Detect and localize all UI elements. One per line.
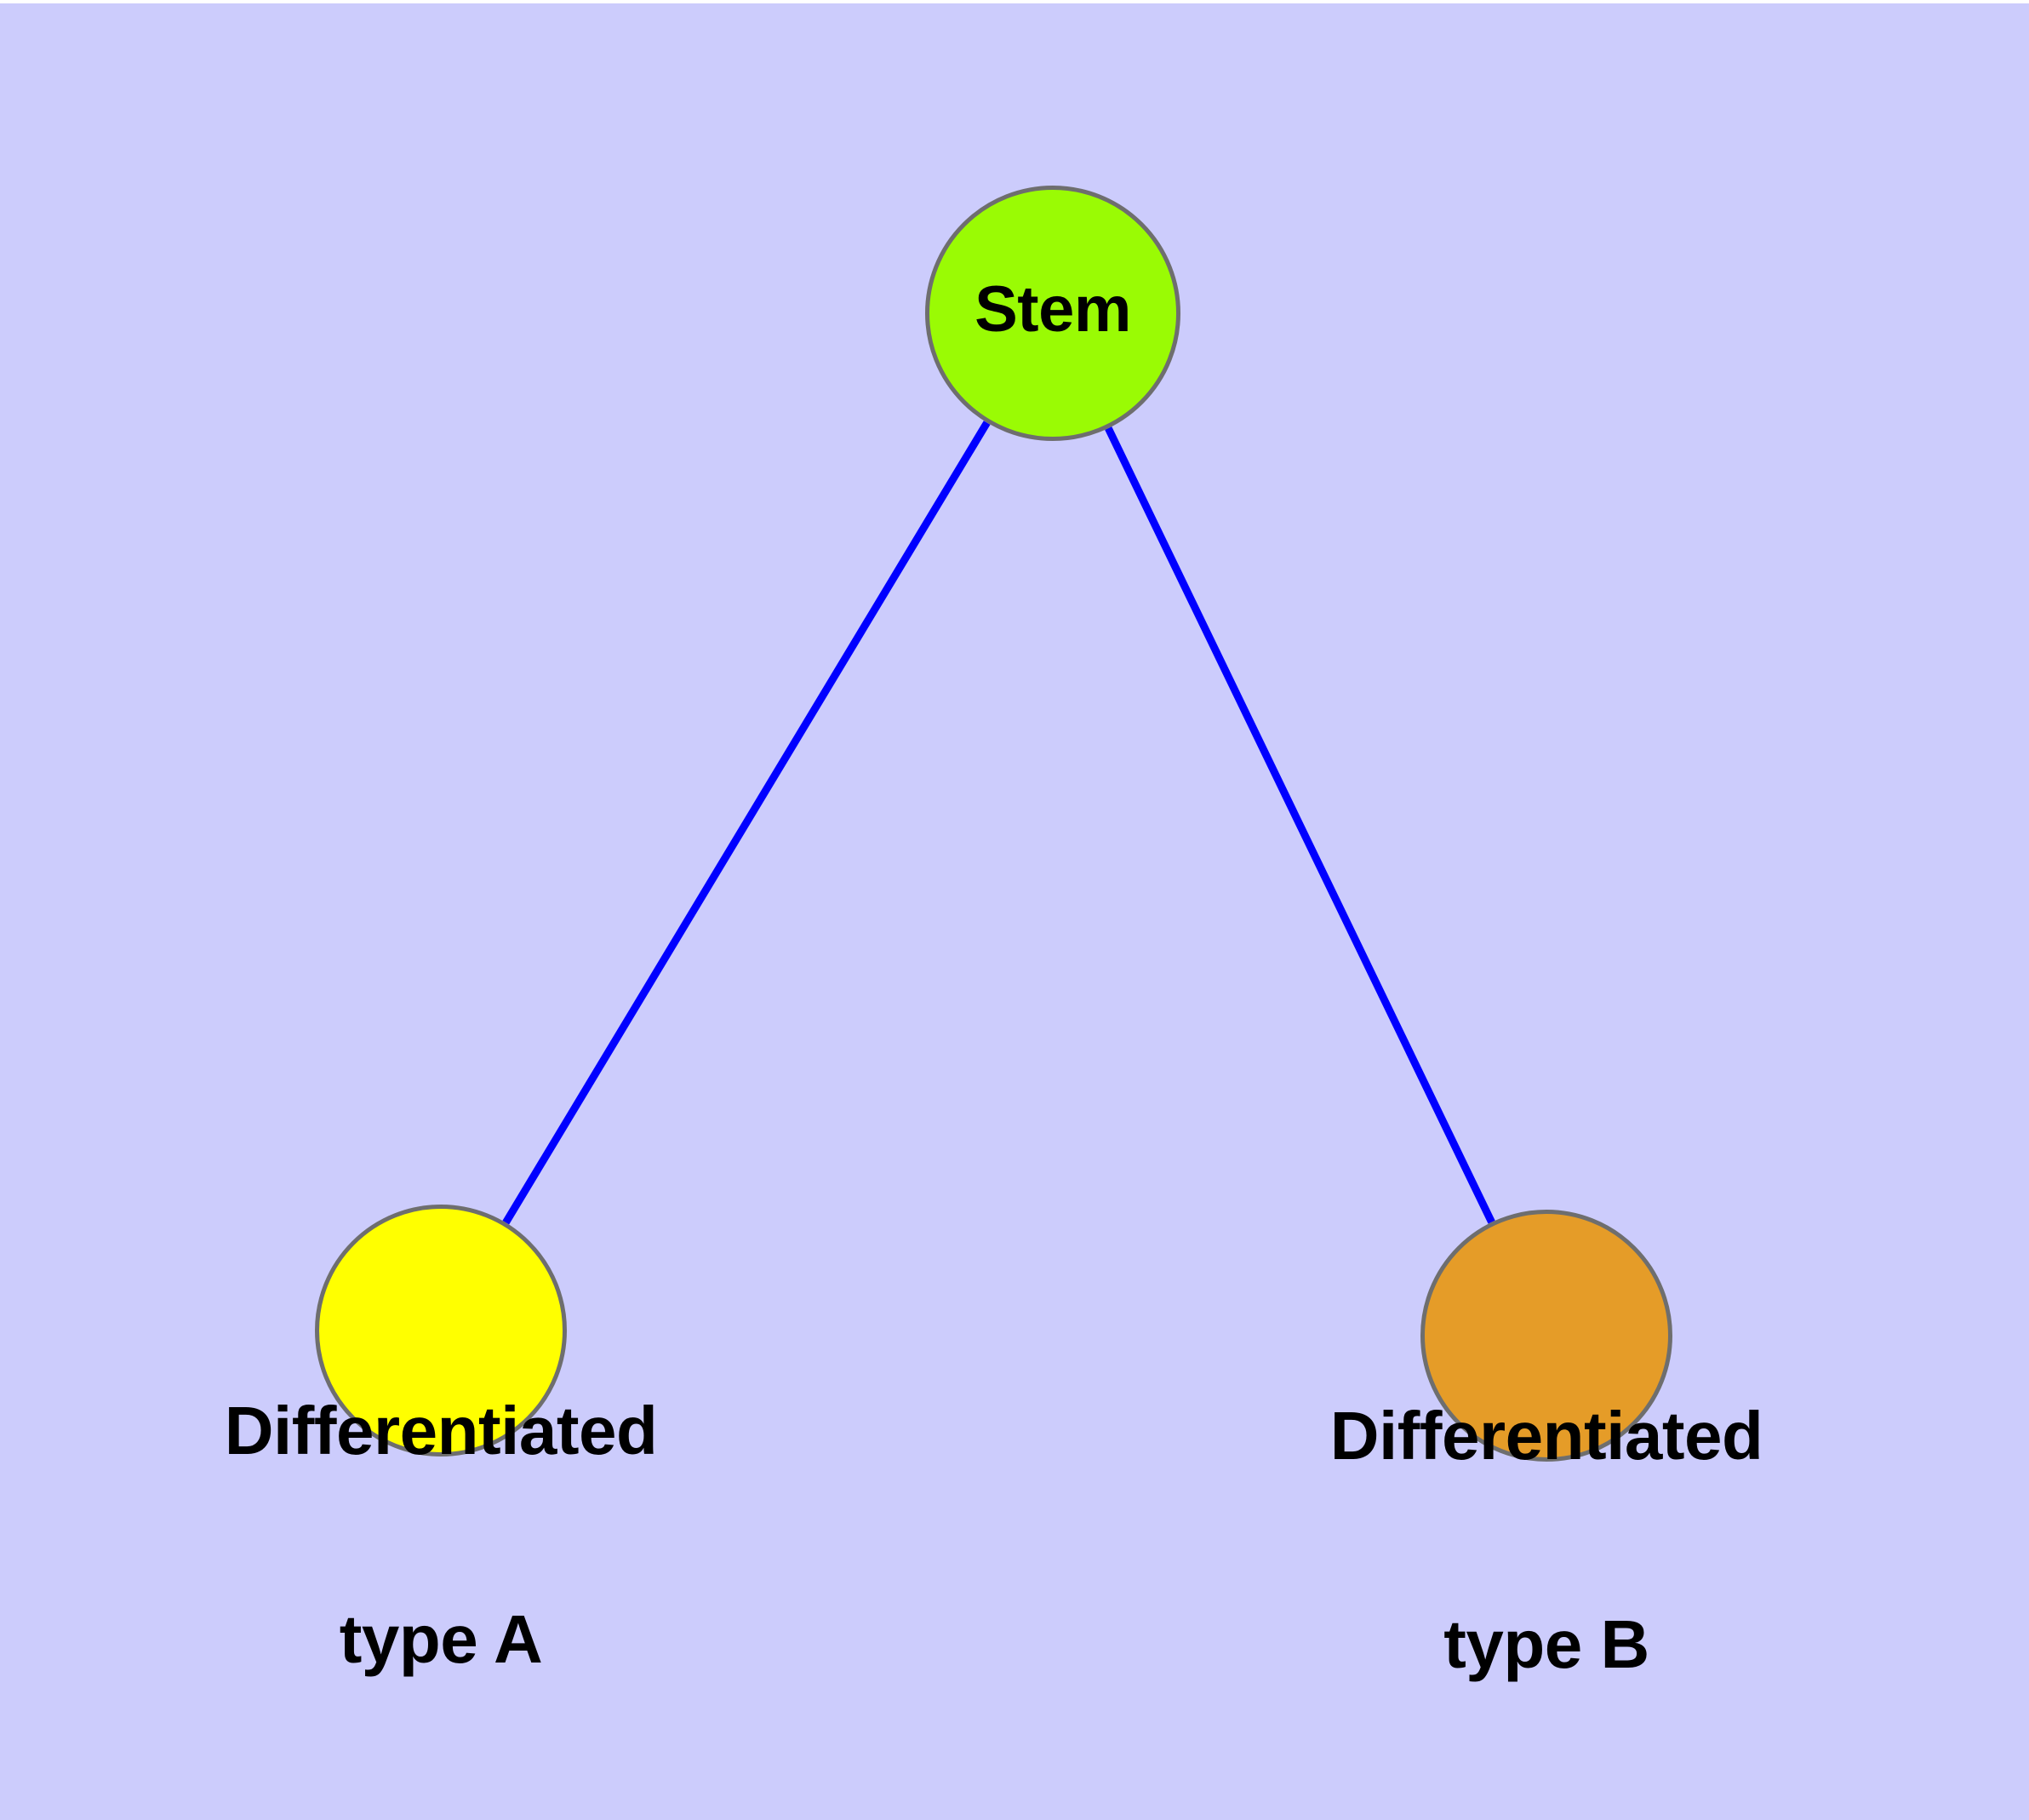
- node-stem[interactable]: [925, 186, 1180, 441]
- edge-layer: [502, 421, 1495, 1225]
- node-differentiated-type-b[interactable]: [1420, 1210, 1672, 1462]
- node-differentiated-type-a[interactable]: [315, 1205, 567, 1457]
- node-layer: [315, 186, 1672, 1462]
- edge-stem-to-differentiated-type-b: [1105, 426, 1495, 1224]
- edge-stem-to-differentiated-type-a: [502, 421, 991, 1225]
